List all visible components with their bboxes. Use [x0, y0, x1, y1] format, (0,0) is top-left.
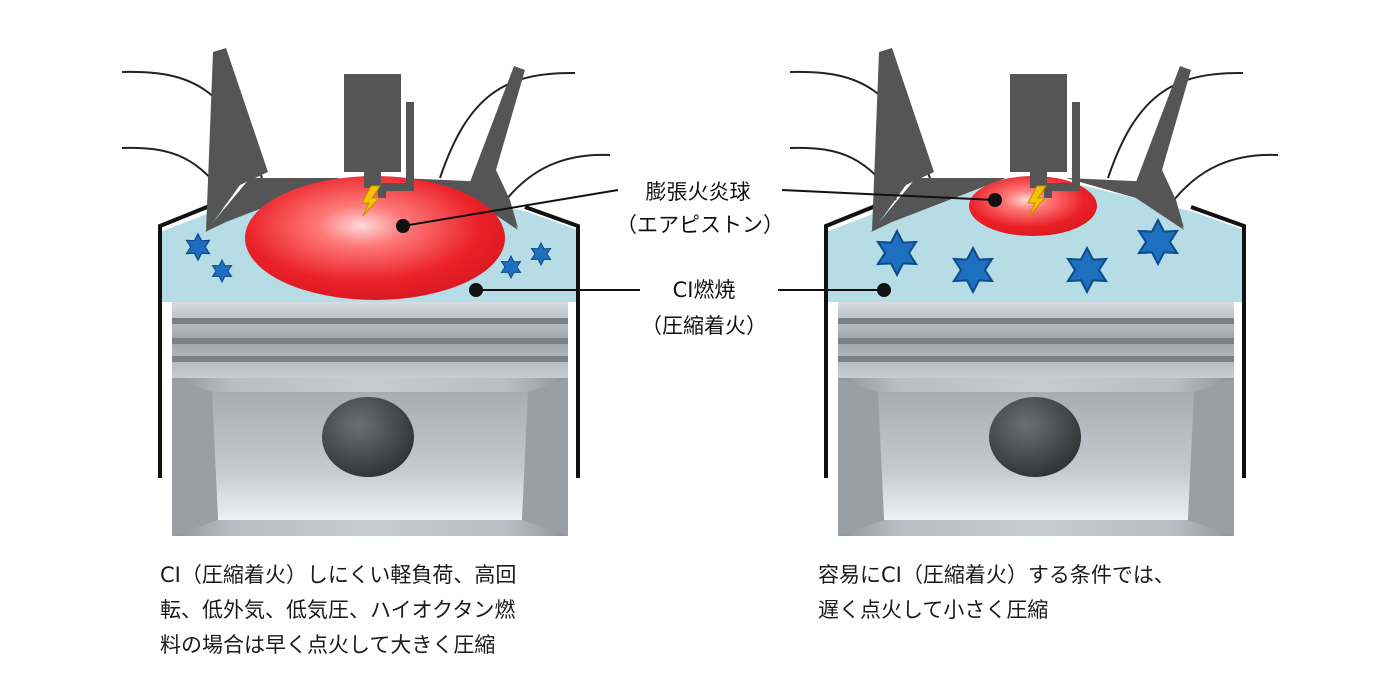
- left-engine: [121, 48, 611, 536]
- label-ci: CI燃焼: [673, 278, 736, 302]
- cylinder-wall-left: [824, 203, 879, 478]
- exhaust-port-outline: [1169, 153, 1279, 206]
- leader-dot: [396, 219, 410, 233]
- cylinder-wall-left: [158, 203, 213, 478]
- piston: [172, 302, 568, 536]
- exhaust-valve-head: [400, 178, 518, 230]
- lightning-icon: [361, 185, 381, 217]
- caption-line: 転、低外気、低気圧、ハイオクタン燃: [160, 598, 516, 622]
- right-engine: [789, 48, 1279, 536]
- caption-right: 容易にCI（圧縮着火）する条件では、 遅く点火して小さく圧縮: [818, 558, 1175, 628]
- intake-valve-head: [871, 178, 1006, 232]
- leader-dot: [877, 283, 891, 297]
- exhaust-port-outline: [501, 153, 611, 206]
- label-fireball-sub: （エアピストン）: [616, 213, 784, 237]
- expanding-fireball: [245, 176, 505, 300]
- spark-plug-body: [344, 74, 401, 172]
- ground-electrode: [378, 102, 414, 198]
- intake-valve: [206, 48, 268, 232]
- leader-dot: [469, 283, 483, 297]
- cylinder-wall-right: [1190, 205, 1246, 478]
- caption-line: 容易にCI（圧縮着火）する条件では、: [818, 563, 1175, 587]
- piston-pin: [322, 397, 414, 477]
- piston: [838, 302, 1234, 536]
- spark-plug-tip: [1030, 170, 1047, 188]
- lightning-icon: [1027, 185, 1047, 217]
- spark-plug-tip: [364, 170, 381, 188]
- label-fireball: 膨張火炎球: [646, 180, 751, 204]
- label-ci-sub: （圧縮着火）: [641, 314, 767, 338]
- exhaust-valve-head: [1066, 178, 1184, 230]
- intake-valve: [872, 48, 934, 232]
- caption-left: CI（圧縮着火）しにくい軽負荷、高回 転、低外気、低気圧、ハイオクタン燃 料の場…: [160, 558, 516, 663]
- caption-line: 料の場合は早く点火して大きく圧縮: [160, 633, 496, 657]
- leader-dot: [988, 193, 1002, 207]
- combustion-chamber-air: [826, 182, 1244, 302]
- piston-pin: [989, 397, 1081, 477]
- spark-plug-body: [1010, 74, 1067, 172]
- leader-line-fireball: [781, 189, 996, 201]
- caption-line: 遅く点火して小さく圧縮: [818, 598, 1049, 622]
- caption-line: CI（圧縮着火）しにくい軽負荷、高回: [160, 563, 517, 587]
- cylinder-wall-right: [524, 205, 580, 478]
- exhaust-port-outline: [1107, 71, 1244, 179]
- leader-line-fireball: [402, 189, 619, 227]
- ground-electrode: [1044, 102, 1080, 198]
- exhaust-port-outline: [439, 71, 576, 179]
- annotations: 膨張火炎球 （エアピストン） CI燃焼 （圧縮着火）: [396, 180, 1002, 338]
- intake-valve-head: [205, 178, 340, 232]
